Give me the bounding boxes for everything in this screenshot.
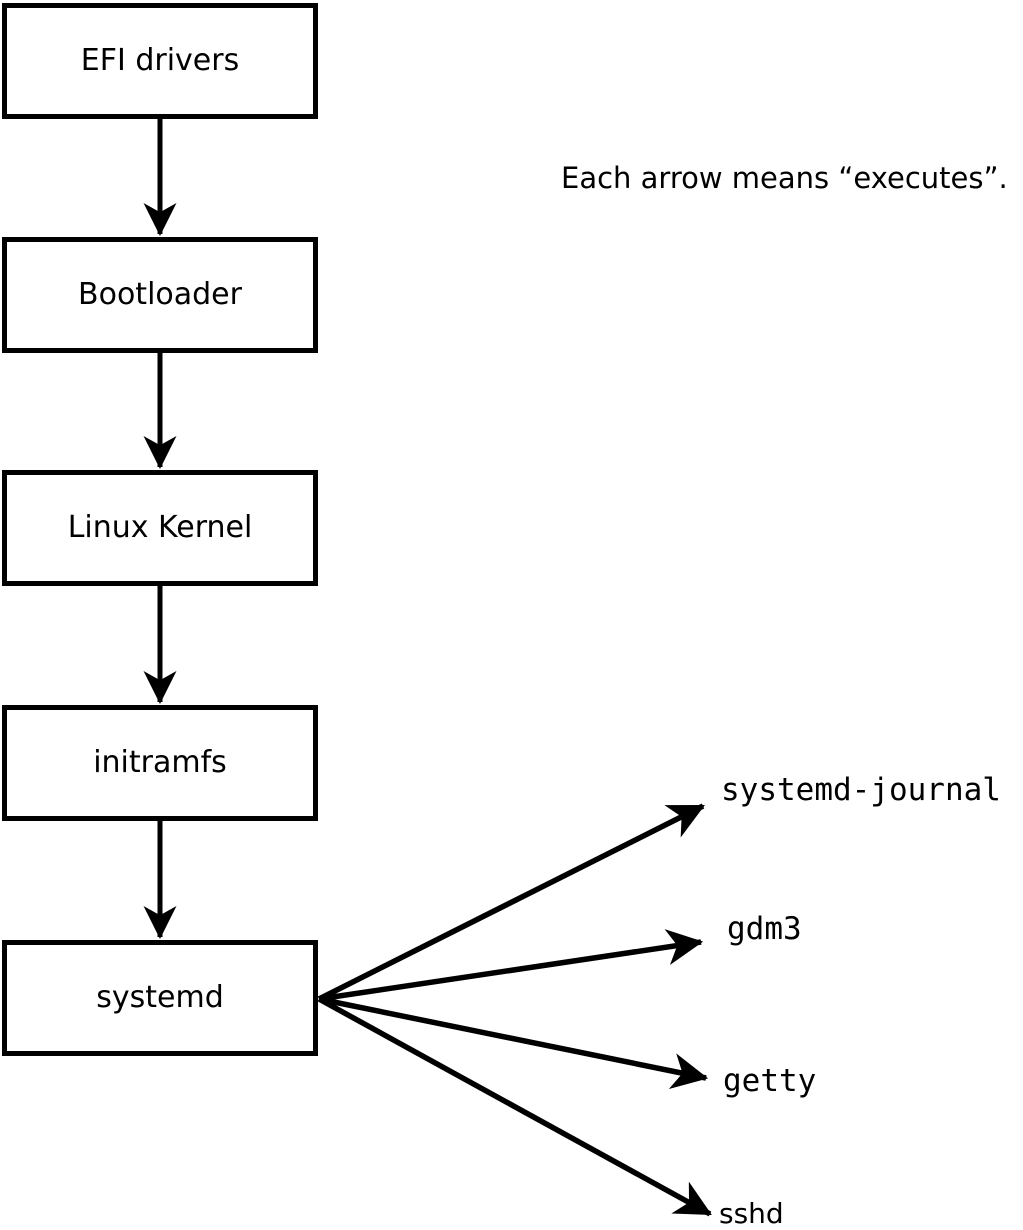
node-efi-drivers: EFI drivers xyxy=(2,3,318,119)
spawned-systemd-journal-label: systemd-journal xyxy=(721,772,1001,808)
node-initramfs: initramfs xyxy=(2,705,318,821)
node-systemd: systemd xyxy=(2,940,318,1056)
node-efi-drivers-label: EFI drivers xyxy=(80,43,240,78)
arrow-systemd-to-getty xyxy=(318,996,709,1089)
node-linux-kernel-label: Linux Kernel xyxy=(67,510,253,545)
spawned-gdm3-label: gdm3 xyxy=(727,911,802,947)
spawned-getty-label: getty xyxy=(723,1063,817,1099)
arrow-systemd-to-sshd xyxy=(317,996,712,1217)
node-bootloader: Bootloader xyxy=(2,237,318,353)
arrow-systemd-to-gdm3 xyxy=(318,929,704,1002)
node-systemd-label: systemd xyxy=(96,980,224,1015)
arrow-meaning-note: Each arrow means “executes”. xyxy=(561,161,1008,195)
node-linux-kernel: Linux Kernel xyxy=(2,470,318,586)
node-bootloader-label: Bootloader xyxy=(78,277,242,312)
spawned-sshd-label: sshd xyxy=(719,1197,784,1230)
node-initramfs-label: initramfs xyxy=(93,745,227,780)
arrow-systemd-to-journal xyxy=(317,803,705,1002)
